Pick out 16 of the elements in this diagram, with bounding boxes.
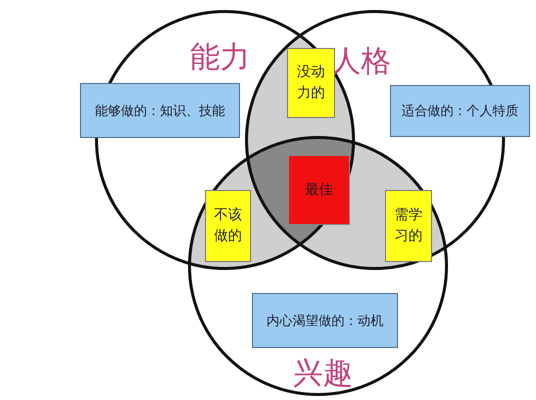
box-text: 内心渴望做的：动机 [266, 312, 384, 330]
description-box [80, 83, 240, 138]
box-text: 没动力的 [296, 63, 326, 103]
region-label-box [287, 48, 335, 118]
box-text: 不该做的 [213, 206, 243, 246]
region-label-box [385, 190, 432, 262]
description-box [390, 85, 530, 137]
circle-heading: 兴趣 [293, 359, 353, 389]
region-label-box [288, 155, 350, 225]
circle-heading: 能力 [190, 43, 250, 73]
box-text: 最佳 [305, 181, 333, 199]
box-text: 能够做的：知识、技能 [95, 102, 225, 120]
box-text: 需学习的 [394, 206, 424, 246]
region-label-box [205, 190, 251, 262]
description-box [252, 293, 398, 348]
box-text: 适合做的：个人特质 [402, 103, 518, 120]
